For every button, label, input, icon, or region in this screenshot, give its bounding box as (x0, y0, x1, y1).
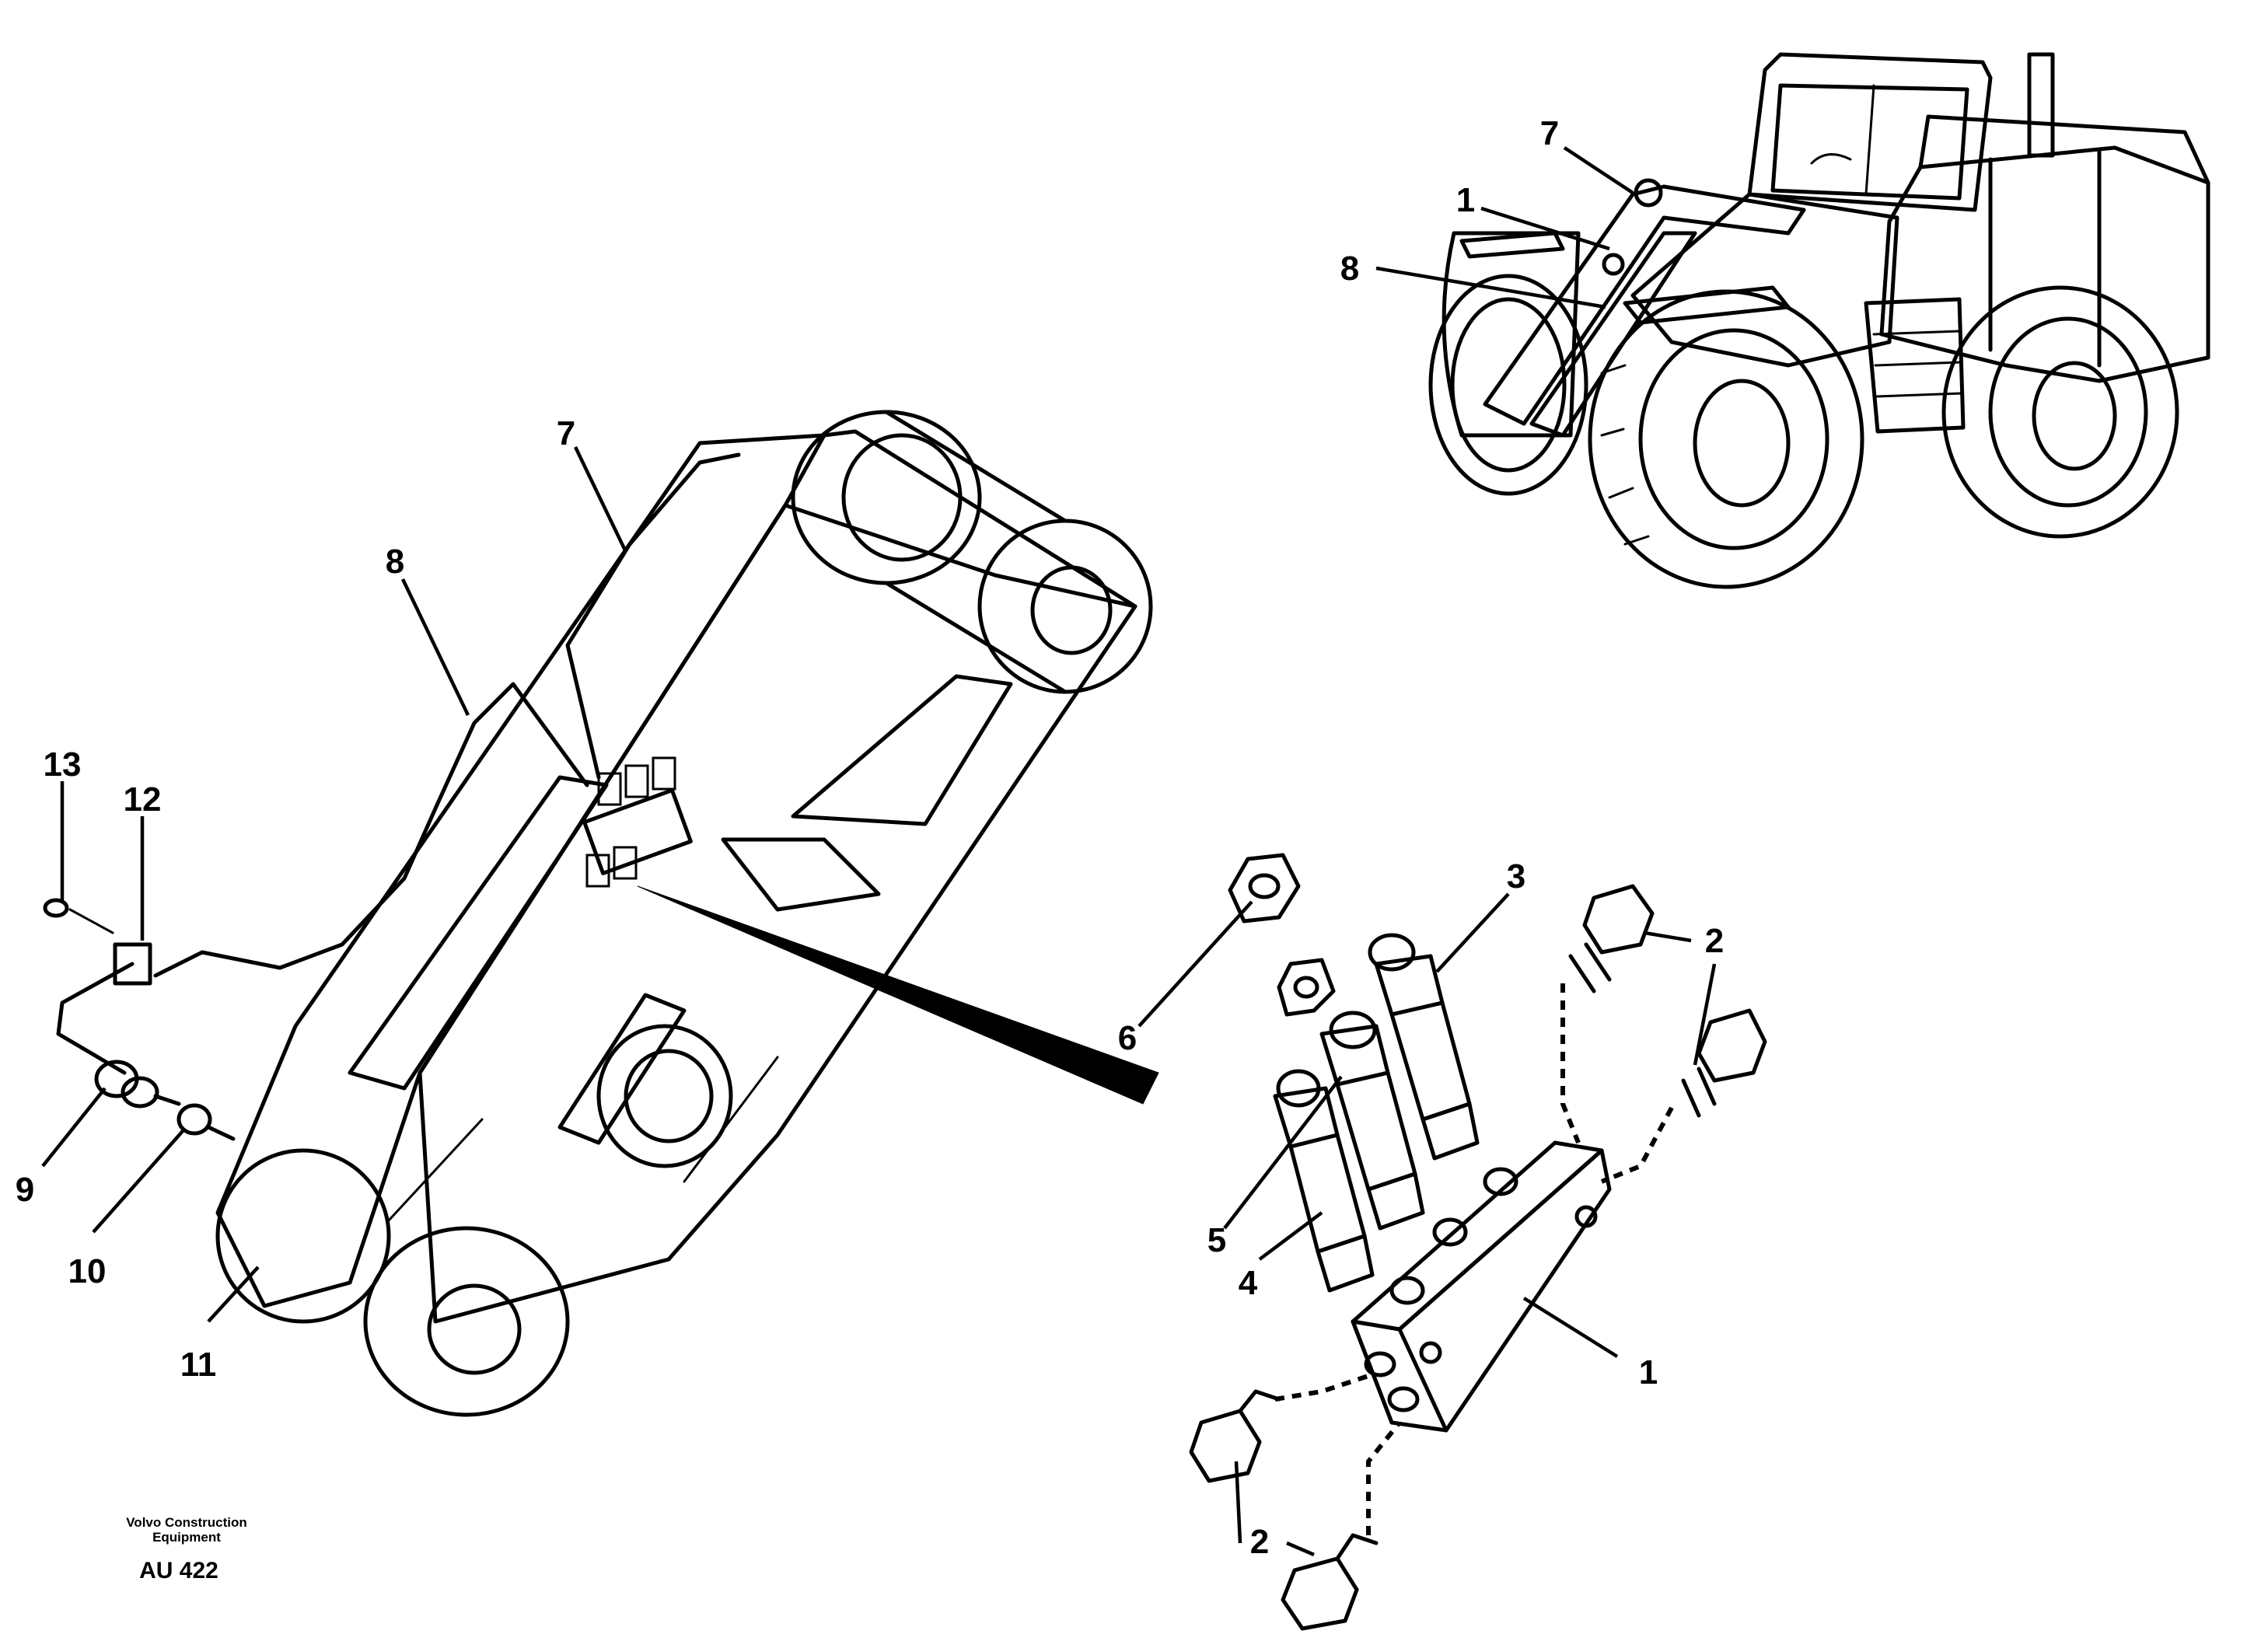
arm-callout-9: 9 (16, 1171, 34, 1209)
overview-callout-1: 1 (1456, 181, 1475, 219)
brand-name-line2: Equipment (152, 1530, 221, 1545)
overview-callout-7: 7 (1540, 114, 1559, 152)
detail-callout-2-top: 2 (1705, 922, 1724, 960)
arm-callout-7: 7 (557, 414, 575, 452)
detail-callout-3: 3 (1507, 857, 1525, 896)
arm-callout-8: 8 (386, 543, 404, 581)
lift-arm-illustration (43, 410, 1153, 1417)
detail-pointer (637, 885, 1159, 1105)
arm-callout-13: 13 (44, 745, 82, 784)
detail-leaders (1137, 892, 1717, 1557)
distribution-block-detail (1189, 853, 1767, 1631)
arm-callout-10: 10 (68, 1252, 107, 1290)
detail-callout-5: 5 (1207, 1221, 1226, 1259)
arm-callout-11: 11 (180, 1346, 217, 1384)
illustration-code: AU 422 (139, 1558, 218, 1583)
detail-callout-4: 4 (1239, 1264, 1258, 1302)
detail-callout-1: 1 (1639, 1353, 1658, 1391)
wheel-loader-illustration (1428, 52, 2210, 589)
detail-callout-2-bottom: 2 (1250, 1523, 1269, 1561)
overview-leaders (1375, 146, 1634, 309)
overview-callout-8: 8 (1340, 250, 1359, 288)
detail-callout-6: 6 (1118, 1019, 1137, 1057)
brand-name-line1: Volvo Construction (126, 1515, 247, 1530)
arm-leaders (41, 446, 628, 1323)
arm-callout-12: 12 (124, 780, 162, 819)
